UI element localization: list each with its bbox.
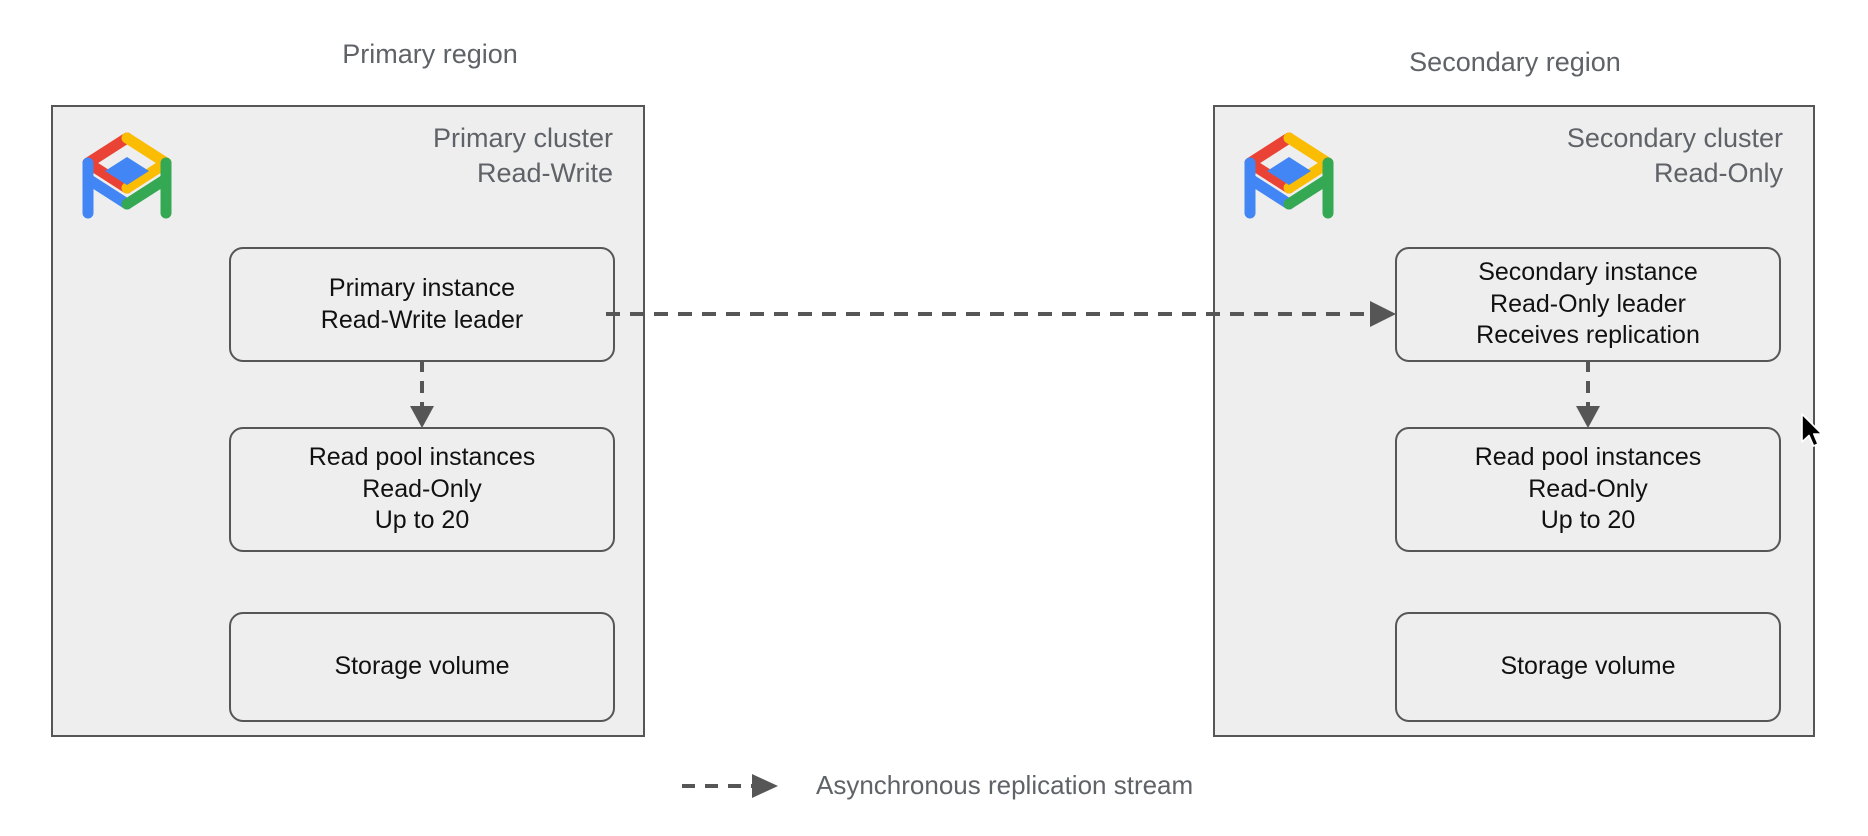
- legend-dashed-arrow-icon: [682, 773, 778, 798]
- cluster-panel-primary: Primary cluster Read-Write Primary insta…: [51, 105, 645, 737]
- cluster-title-secondary: Secondary cluster Read-Only: [1566, 123, 1783, 188]
- region-caption-secondary: Secondary region: [1409, 47, 1621, 77]
- node-primary-storage[interactable]: Storage volume: [229, 612, 615, 722]
- node-secondary-instance[interactable]: Secondary instance Read-Only leader Rece…: [1395, 247, 1781, 362]
- region-caption-primary: Primary region: [342, 39, 518, 69]
- node-secondary-read-pool[interactable]: Read pool instances Read-Only Up to 20: [1395, 427, 1781, 552]
- alloydb-logo: [1237, 121, 1341, 225]
- legend-label: Asynchronous replication stream: [816, 770, 1194, 800]
- node-primary-read-pool[interactable]: Read pool instances Read-Only Up to 20: [229, 427, 615, 552]
- connector-primary-instance-to-read-pool: [410, 360, 434, 428]
- node-primary-instance[interactable]: Primary instance Read-Write leader: [229, 247, 615, 362]
- cluster-panel-secondary: Secondary cluster Read-Only Secondary in…: [1213, 105, 1815, 737]
- legend: Asynchronous replication stream: [680, 770, 1193, 801]
- node-secondary-storage[interactable]: Storage volume: [1395, 612, 1781, 722]
- alloydb-logo: [75, 121, 179, 225]
- cluster-title-primary: Primary cluster Read-Write: [432, 123, 613, 188]
- connector-secondary-instance-to-read-pool: [1576, 360, 1600, 428]
- connector-cross-region-replication: [606, 301, 1396, 327]
